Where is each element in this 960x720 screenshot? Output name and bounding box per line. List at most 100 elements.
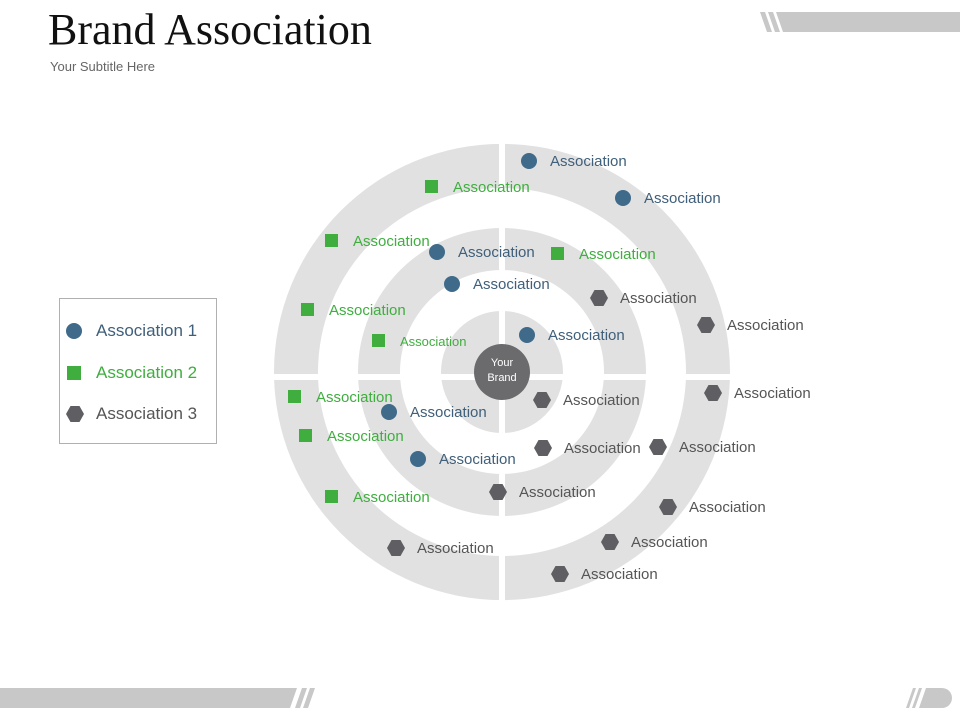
page-title: Brand Association [48,5,372,54]
association-item: Association [288,389,393,406]
square-icon [299,429,312,442]
square-icon [325,490,338,503]
association-item: Association [704,385,811,402]
hexagon-icon [659,499,677,515]
association-item: Association [489,484,596,501]
square-icon [325,234,338,247]
association-label: Association [353,233,430,250]
association-item: Association [533,392,640,409]
association-label: Association [439,451,516,468]
association-label: Association [644,190,721,207]
hexagon-icon [704,385,722,401]
association-label: Association [458,244,535,261]
circle-icon [66,323,82,339]
association-item: Association [299,428,404,445]
association-item: Association [425,179,530,196]
association-item: Association [551,566,658,583]
hexagon-icon [533,392,551,408]
association-label: Association [400,334,466,349]
association-item: Association [410,451,516,468]
square-icon [425,180,438,193]
circle-icon [519,327,535,343]
association-label: Association [410,404,487,421]
hexagon-icon [649,439,667,455]
circle-icon [381,404,397,420]
association-label: Association [473,276,550,293]
brand-hub-circle [474,344,530,400]
association-label: Association [579,246,656,263]
association-item: Association [444,276,550,293]
association-label: Association [734,385,811,402]
association-label: Association [563,392,640,409]
square-icon [372,334,385,347]
center-hub: Your Brand [474,344,530,400]
legend-label: Association 2 [96,363,198,382]
association-item: Association [534,440,641,457]
association-item: Association [590,290,697,307]
square-icon [288,390,301,403]
square-icon [67,366,81,380]
association-label: Association [316,389,393,406]
association-label: Association [548,327,625,344]
bottom-right-stripes [906,688,952,708]
legend-label: Association 1 [96,321,198,340]
association-label: Association [353,489,430,506]
association-item: Association [372,334,466,349]
hexagon-icon [551,566,569,582]
legend-item-association-1: Association 1 [66,319,197,343]
top-right-stripes [760,12,960,32]
legend: Association 1 Association 2 Association … [59,298,217,444]
circle-icon [444,276,460,292]
association-label: Association [519,484,596,501]
association-item: Association [601,534,708,551]
association-label: Association [620,290,697,307]
bottom-left-stripes [0,688,315,708]
hexagon-icon [697,317,715,333]
square-icon [551,247,564,260]
association-label: Association [327,428,404,445]
association-item: Association [429,244,535,261]
association-label: Association [689,499,766,516]
hexagon-icon [534,440,552,456]
association-label: Association [329,302,406,319]
association-label: Association [564,440,641,457]
association-label: Association [417,540,494,557]
center-label-line-1: Your [491,357,514,369]
center-label-line-2: Brand [487,372,516,384]
legend-label: Association 3 [96,404,198,423]
association-item: Association [519,327,625,344]
hexagon-icon [387,540,405,556]
association-label: Association [727,317,804,334]
hexagon-icon [66,406,84,422]
association-label: Association [581,566,658,583]
association-item: Association [521,153,627,170]
association-label: Association [550,153,627,170]
association-item: Association [387,540,494,557]
association-item: Association [697,317,804,334]
association-label: Association [453,179,530,196]
association-item: Association [615,190,721,207]
association-item: Association [551,246,656,263]
legend-item-association-3: Association 3 [66,402,197,426]
association-item: Association [325,233,430,250]
circle-icon [521,153,537,169]
legend-item-association-2: Association 2 [66,361,197,385]
association-items: AssociationAssociationAssociationAssocia… [288,153,811,583]
square-icon [301,303,314,316]
association-item: Association [649,439,756,456]
association-label: Association [631,534,708,551]
association-item: Association [325,489,430,506]
association-item: Association [301,302,406,319]
association-label: Association [679,439,756,456]
circle-icon [429,244,445,260]
circle-icon [615,190,631,206]
page-subtitle: Your Subtitle Here [50,59,156,74]
hexagon-icon [590,290,608,306]
association-item: Association [381,404,487,421]
hexagon-icon [601,534,619,550]
association-item: Association [659,499,766,516]
circle-icon [410,451,426,467]
hexagon-icon [489,484,507,500]
